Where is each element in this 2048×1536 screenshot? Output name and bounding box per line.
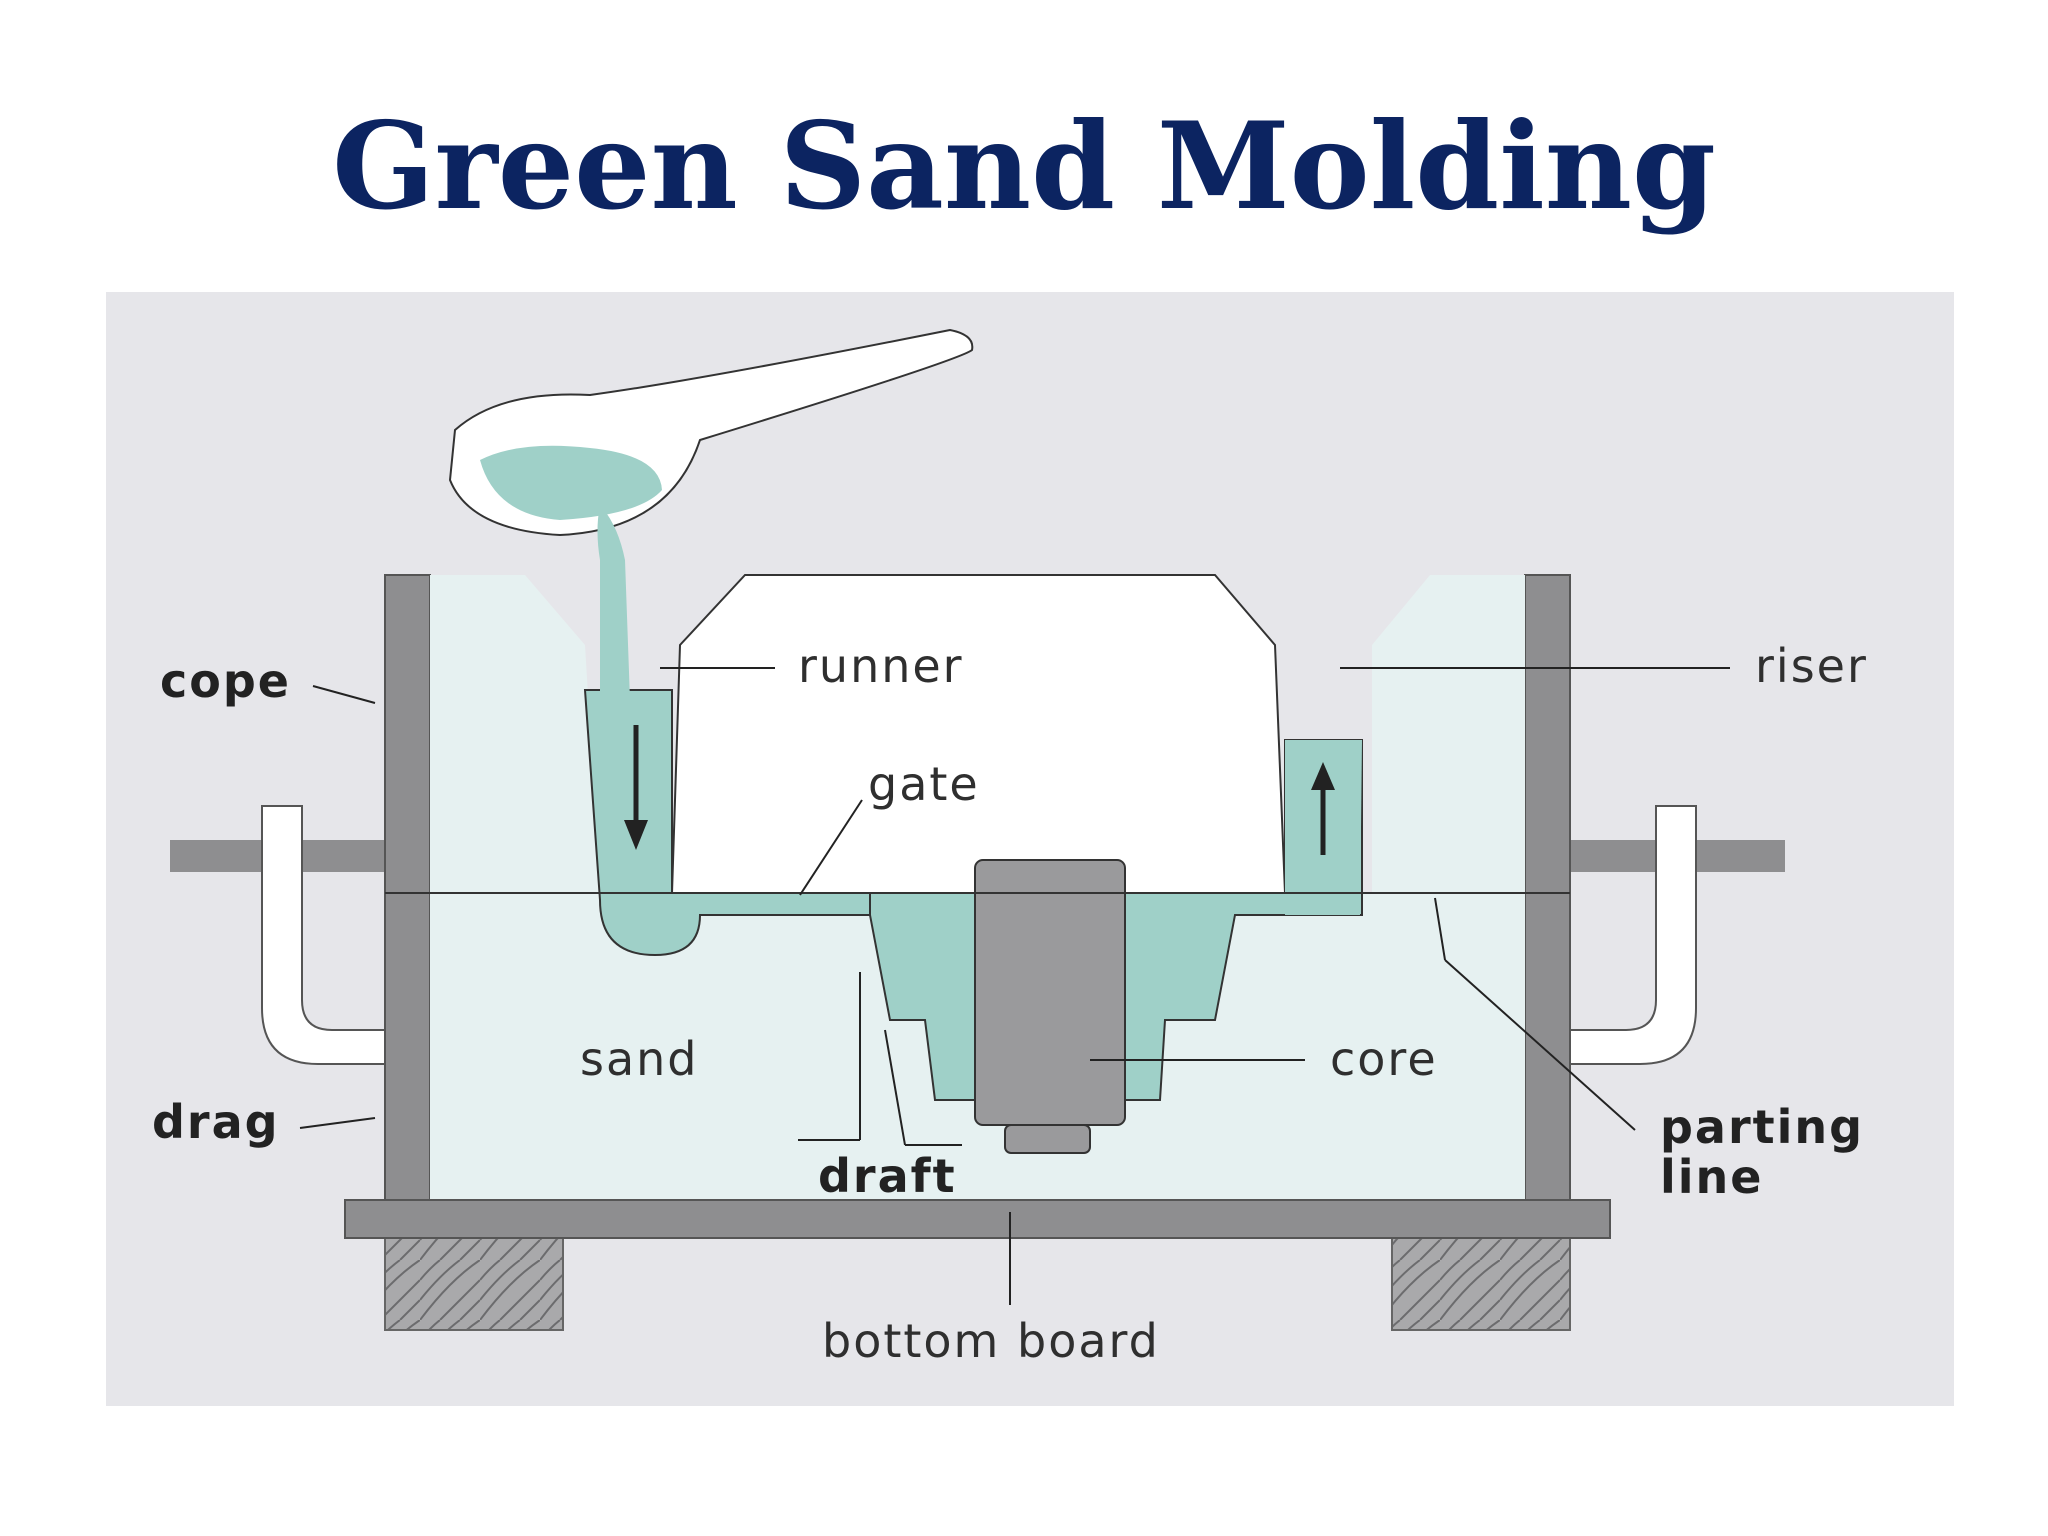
label-bottom-board: bottom board (822, 1314, 1160, 1368)
label-draft: draft (818, 1149, 957, 1203)
leader-lines (299, 667, 1730, 1305)
cope-sand-right (1372, 575, 1525, 893)
right-support-block (1391, 1237, 1571, 1331)
right-clamp (1569, 805, 1785, 1065)
label-parting-line-1: parting (1660, 1100, 1864, 1154)
label-gate: gate (868, 757, 980, 811)
flask-left-wall (384, 574, 431, 1201)
left-clamp (170, 805, 386, 1065)
label-runner: runner (798, 639, 964, 693)
label-sand: sand (580, 1032, 699, 1086)
flask-right-wall (1524, 574, 1571, 1201)
label-core: core (1330, 1032, 1438, 1086)
label-cope: cope (160, 654, 291, 708)
cope-cavity (670, 574, 1287, 894)
label-parting-line-2: line (1660, 1150, 1763, 1204)
left-support-block (384, 1237, 564, 1331)
core (974, 859, 1126, 1154)
label-drag: drag (152, 1095, 280, 1149)
ladle (448, 328, 974, 700)
slide-title: Green Sand Molding (332, 96, 1716, 237)
label-riser: riser (1755, 639, 1868, 693)
up-arrow-icon (1311, 762, 1335, 855)
bottom-board (344, 1199, 1611, 1239)
cope-sand (430, 575, 600, 893)
down-arrow-icon (624, 725, 648, 850)
